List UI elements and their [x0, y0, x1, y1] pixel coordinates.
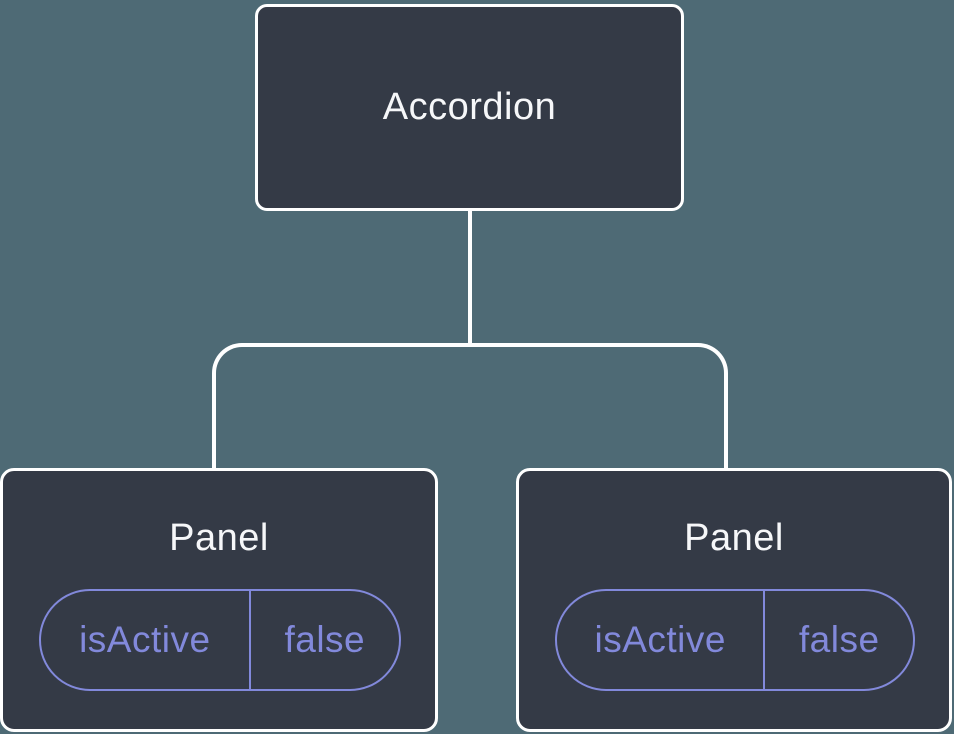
state-value: false [798, 619, 880, 660]
panel-node-label: Panel [169, 517, 269, 559]
state-pill: isActive false [39, 589, 401, 691]
connector-stem [468, 209, 472, 346]
state-pill: isActive false [555, 589, 915, 691]
state-name: isActive [79, 619, 211, 660]
accordion-node: Accordion [255, 4, 684, 211]
state-pill-divider [763, 591, 766, 689]
accordion-node-label: Accordion [382, 86, 557, 128]
state-name: isActive [594, 619, 726, 660]
panel-node-label: Panel [684, 517, 784, 559]
state-value: false [284, 619, 366, 660]
connector-bracket [212, 343, 728, 470]
panel-node-left: Panel isActive false [0, 468, 438, 732]
state-pill-divider [248, 591, 251, 689]
panel-node-right: Panel isActive false [516, 468, 952, 732]
